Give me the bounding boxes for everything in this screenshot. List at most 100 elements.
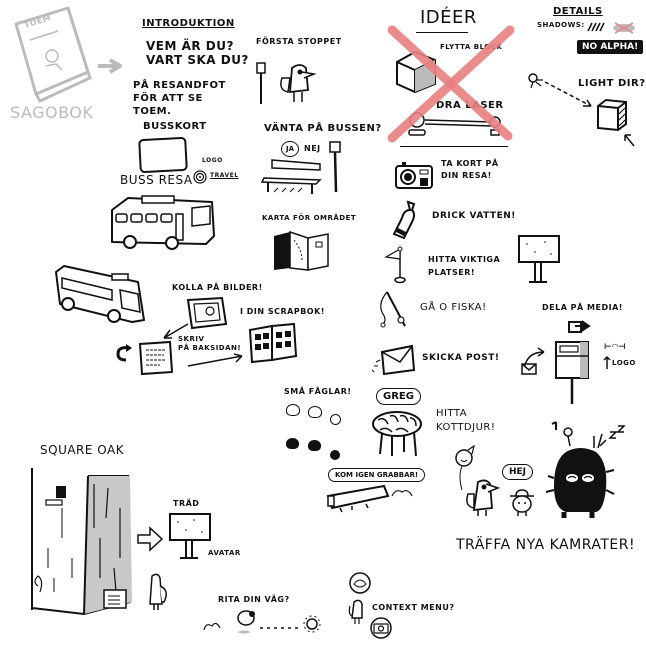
mailbox-logo-mark: ⊢◠⊣ — [604, 342, 627, 351]
arrow-icon — [187, 353, 243, 367]
logo-text: TRAVEL — [210, 172, 239, 179]
arrow-up-icon — [603, 355, 611, 369]
intro-text-line1: PÅ RESANDFOT — [133, 80, 226, 91]
storybook-icon — [14, 6, 92, 103]
birds-label: SMÅ FÅGLAR! — [284, 387, 352, 396]
activity-label: DIN RESA! — [441, 171, 492, 180]
bus-icon — [55, 265, 145, 323]
no-soft-shadow-icon — [613, 22, 635, 34]
shadow-hatch-icon — [587, 22, 605, 32]
greg-hint-line2: KOTTDJUR! — [436, 422, 496, 433]
shadows-label: SHADOWS: — [537, 21, 585, 29]
camera-icon — [395, 162, 433, 189]
intro-question-where: VART SKA DU? — [146, 53, 249, 67]
ideas-divider — [400, 146, 508, 147]
move-block-idea: FLYTTA BLOCK — [440, 43, 503, 51]
mailbox-icon — [521, 341, 589, 404]
water-bottle-icon — [392, 200, 416, 240]
crossed-out-mark — [387, 25, 515, 143]
bird-icon — [286, 404, 300, 416]
shaded-cube-icon — [597, 98, 627, 132]
intro-text-line3: TOEM. — [133, 106, 172, 117]
activity-label: TA KORT PÅ — [441, 159, 499, 168]
activity-label: GÅ O FISKA! — [420, 302, 487, 313]
crew-speech-bubble: KOM IGEN GRABBAR! — [328, 468, 426, 482]
pinecone-creature-icon — [372, 411, 422, 457]
first-stop-label: FÖRSTA STOPPET — [256, 37, 342, 46]
activity-label: HITTA VIKTIGA — [428, 255, 501, 264]
hello-speech-bubble: HEJ — [502, 464, 534, 480]
travel-logo-icon — [193, 170, 207, 184]
flip-arrow-icon — [116, 344, 132, 362]
activity-label: DRICK VATTEN! — [432, 211, 516, 221]
bird-icon — [308, 440, 321, 451]
scrapbook-icon — [248, 322, 298, 364]
landmark-sign-icon — [518, 235, 560, 283]
tree-sign-icon — [169, 513, 211, 559]
write-label-line1: SKRIV — [178, 335, 205, 343]
bus-trip-label: BUSS RESA — [120, 173, 193, 187]
fishing-rod-icon — [380, 291, 406, 328]
storybook-label: SAGOBOK — [10, 103, 94, 122]
mailbox-logo-label: LOGO — [612, 359, 636, 367]
bird-icon — [286, 438, 299, 449]
arrow-icon — [163, 323, 189, 339]
meet-friends-label: TRÄFFA NYA KAMRATER! — [456, 537, 636, 553]
flag-icon — [384, 246, 406, 284]
activity-label: SKICKA POST! — [422, 353, 500, 363]
square-oak-tree-icon — [31, 468, 132, 616]
intro-question-who: VEM ÄR DU? — [146, 39, 234, 53]
details-heading: DETAILS — [553, 6, 603, 17]
light-source-icon — [528, 73, 592, 107]
context-menu-label: CONTEXT MENU? — [372, 603, 455, 612]
balloon-icon — [455, 444, 475, 491]
intro-text-line2: FÖR ATT SE — [133, 93, 203, 104]
context-bubble-icon[interactable] — [348, 572, 372, 598]
share-label: DELA PÅ MEDIA! — [542, 303, 623, 312]
greg-speech-bubble: GREG — [376, 388, 421, 405]
tree-label: TRÄD — [173, 499, 200, 508]
scrapbook-label: I DIN SCRAPBOK! — [240, 307, 325, 316]
toem-character-icon — [466, 479, 501, 516]
look-at-photos-label: KOLLA PÅ BILDER! — [172, 283, 263, 292]
bus-icon — [111, 195, 215, 250]
logo-label: LOGO — [202, 157, 223, 164]
light-direction-label: LIGHT DIR? — [578, 78, 646, 89]
wait-bus-no-option[interactable]: NEJ — [304, 144, 321, 153]
write-label-line2: PÅ BAKSIDAN! — [178, 344, 242, 352]
intro-heading: INTRODUKTION — [142, 18, 235, 29]
toem-character-icon — [280, 64, 317, 102]
walking-path-icon — [203, 610, 321, 634]
draw-path-label: RITA DIN VÄG? — [218, 595, 290, 604]
arrow-right-icon — [137, 526, 164, 552]
toem-character-icon — [149, 573, 167, 610]
camera-bubble-icon[interactable] — [368, 616, 394, 640]
bus-card-label: BUSSKORT — [143, 121, 207, 132]
greg-hint-line1: HITTA — [436, 408, 468, 419]
hat-friend-icon — [510, 489, 534, 516]
no-alpha-badge: NO ALPHA! — [577, 40, 644, 54]
share-icon[interactable] — [567, 318, 591, 334]
oak-title: SQUARE OAK — [40, 443, 125, 457]
bird-icon — [308, 406, 322, 418]
wait-bus-yes-option[interactable]: JA — [281, 141, 299, 157]
toem-character-icon — [348, 599, 363, 624]
arrow-right-icon — [98, 58, 122, 74]
map-label: KARTA FÖR OMRÅDET — [262, 214, 357, 222]
bird-icon — [330, 450, 340, 460]
ideas-heading-underline — [416, 32, 468, 33]
avatar-label: AVATAR — [208, 549, 241, 557]
wait-bus-label: VÄNTA PÅ BUSSEN? — [264, 123, 382, 134]
bus-stop-sign-icon — [256, 62, 266, 104]
activity-label: PLATSER! — [428, 268, 476, 277]
bench-icon — [260, 141, 341, 194]
photo-frame-icon — [186, 296, 228, 330]
photo-back-icon — [138, 340, 174, 376]
black-creature-icon — [545, 421, 626, 518]
folded-map-icon — [274, 230, 329, 271]
envelope-icon — [371, 344, 416, 376]
ideas-heading: IDÉER — [420, 7, 477, 28]
bus-card-icon — [138, 136, 188, 174]
log-creatures-icon — [326, 484, 413, 513]
bird-icon — [330, 414, 341, 425]
